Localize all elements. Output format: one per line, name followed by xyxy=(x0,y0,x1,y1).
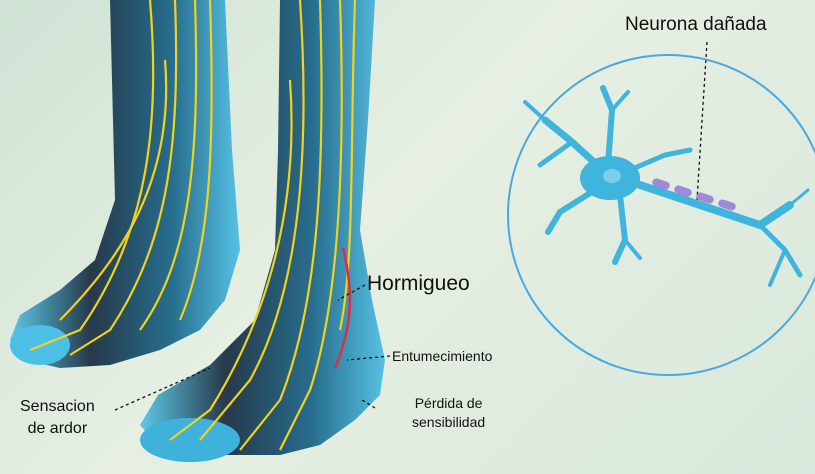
numbness-label: Entumecimiento xyxy=(392,348,492,364)
sensation-loss-label: Pérdida de sensibilidad xyxy=(412,394,485,432)
sensation-loss-line-1: Pérdida de xyxy=(412,394,485,413)
burning-line-2: de ardor xyxy=(20,418,95,440)
left-foot xyxy=(10,0,240,368)
sensation-loss-line-2: sensibilidad xyxy=(412,413,485,432)
damaged-neuron-label: Neurona dañada xyxy=(625,14,767,36)
tingling-label: Hormigueo xyxy=(367,272,470,296)
neuron-inset xyxy=(508,55,815,375)
burning-sensation-label: Sensacion de ardor xyxy=(20,396,95,440)
burning-line-1: Sensacion xyxy=(20,396,95,418)
